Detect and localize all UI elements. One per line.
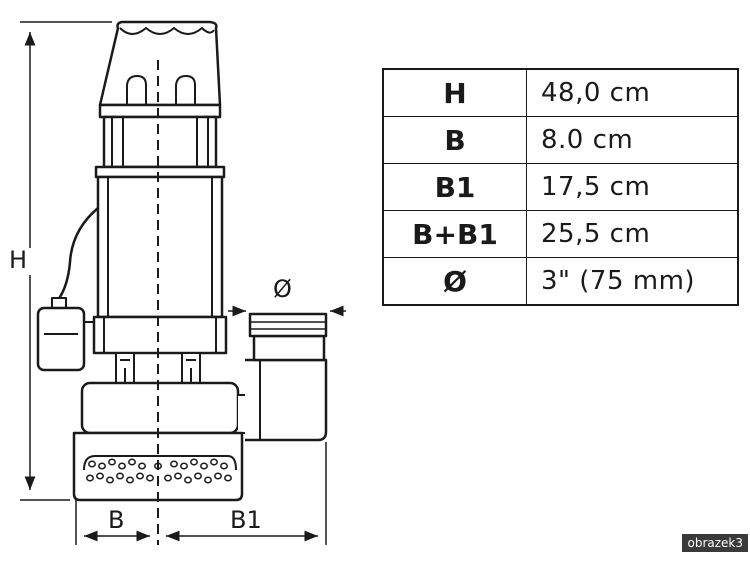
spec-value: 8.0 cm bbox=[526, 116, 739, 164]
pump-upper-collar bbox=[94, 103, 226, 179]
spec-value: 25,5 cm bbox=[526, 210, 739, 258]
width-dimensions bbox=[75, 442, 327, 545]
spec-table: H 48,0 cm B 8.0 cm B1 17,5 cm B+B1 25,5 … bbox=[382, 68, 739, 306]
spec-symbol: B+B1 bbox=[382, 210, 527, 258]
spec-row-b1: B1 17,5 cm bbox=[382, 163, 739, 211]
height-dimension bbox=[20, 21, 112, 501]
spec-symbol: Ø bbox=[382, 257, 527, 306]
spec-symbol: H bbox=[382, 68, 527, 117]
outlet-label: Ø bbox=[273, 275, 292, 303]
outlet-pipe bbox=[245, 312, 328, 442]
width-b-label: B bbox=[108, 506, 124, 534]
float-switch bbox=[36, 207, 99, 372]
pump-handle bbox=[98, 20, 222, 107]
spec-value: 48,0 cm bbox=[526, 68, 739, 117]
spec-row-b-plus-b1: B+B1 25,5 cm bbox=[382, 210, 739, 258]
spec-value: 17,5 cm bbox=[526, 163, 739, 211]
watermark-badge: obrazek3 bbox=[682, 534, 748, 552]
pump-motor-body bbox=[92, 175, 228, 355]
strainer-holes bbox=[86, 458, 232, 484]
width-b1-label: B1 bbox=[230, 506, 262, 534]
spec-value: 3" (75 mm) bbox=[526, 257, 739, 306]
spec-symbol: B1 bbox=[382, 163, 527, 211]
spec-row-diameter: Ø 3" (75 mm) bbox=[382, 257, 739, 306]
spec-symbol: B bbox=[382, 116, 527, 164]
height-label: H bbox=[9, 246, 27, 274]
spec-row-b: B 8.0 cm bbox=[382, 116, 739, 164]
spec-row-h: H 48,0 cm bbox=[382, 68, 739, 117]
pump-bolts bbox=[115, 352, 201, 384]
